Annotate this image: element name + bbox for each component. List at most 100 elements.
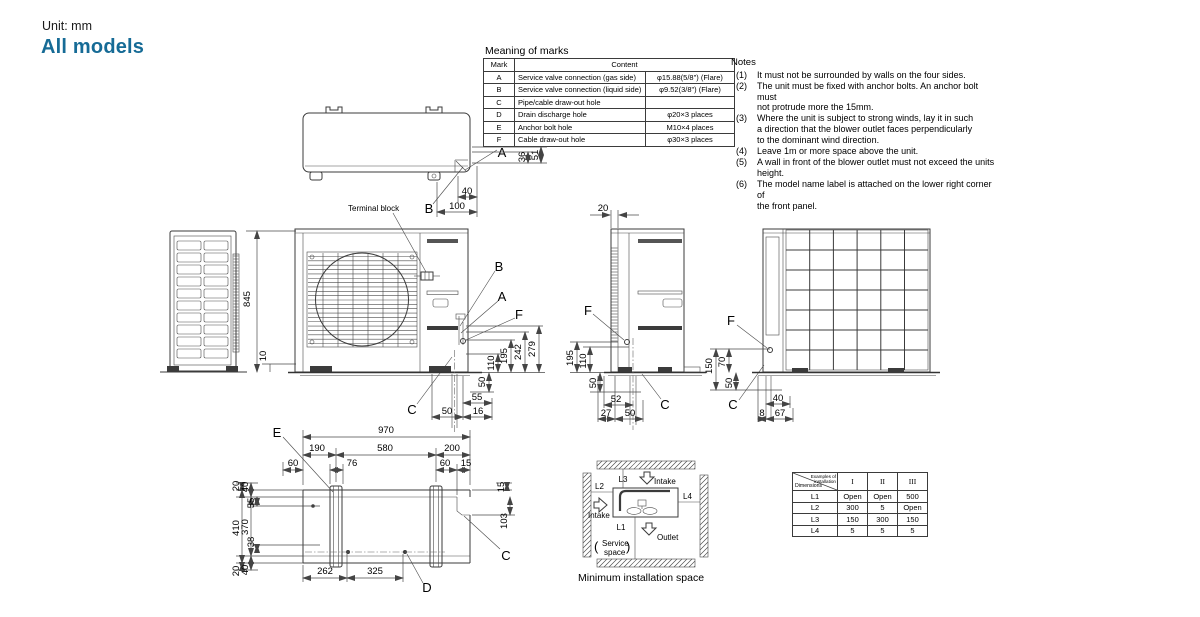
spec-cell: φ30×3 places bbox=[645, 133, 735, 147]
diagonal-divider bbox=[793, 473, 837, 490]
dim-label: 76 bbox=[347, 458, 358, 469]
page-title: All models bbox=[41, 36, 145, 58]
dim-label: 36 bbox=[517, 152, 528, 163]
note-item: (3) Where the unit is subject to strong … bbox=[731, 113, 997, 146]
dim-label: 55 bbox=[472, 392, 483, 403]
dim-label: 50 bbox=[588, 378, 599, 389]
table-row: E Anchor bolt hole M10×4 places bbox=[483, 120, 735, 134]
installation-space-table: Examples of installation Dimensions I II… bbox=[792, 472, 928, 537]
table-row: L3 150 300 150 bbox=[792, 513, 928, 526]
note-text: A wall in front of the blower outlet mus… bbox=[757, 157, 995, 179]
dim-label: 60 bbox=[288, 458, 299, 469]
row-label: L2 bbox=[792, 501, 838, 514]
side-view-drawing: F C 20 195 110 50 52 27 50 bbox=[565, 203, 706, 430]
service-paren-open: ( bbox=[594, 539, 599, 554]
dim-label: 40 bbox=[773, 393, 784, 404]
dim-label: 40 bbox=[240, 482, 251, 493]
table-row: B Service valve connection (liquid side)… bbox=[483, 83, 735, 97]
dim-label: 50 bbox=[724, 378, 735, 389]
intake-left-label: Intake bbox=[588, 511, 610, 520]
corner-bottom-label: Dimensions bbox=[795, 483, 823, 489]
table-row: L2 300 5 Open bbox=[792, 501, 928, 514]
dim-label: 51 bbox=[530, 150, 541, 161]
note-text: Where the unit is subject to strong wind… bbox=[757, 113, 974, 146]
table-row: D Drain discharge hole φ20×3 places bbox=[483, 108, 735, 122]
front-view-drawing: Terminal block B A F C 279 242 195 110 5… bbox=[288, 204, 545, 432]
dim-label: 100 bbox=[449, 201, 465, 212]
louver-side-view-drawing: 845 10 bbox=[160, 230, 296, 373]
value-cell: 150 bbox=[897, 513, 928, 526]
dim-label: 370 bbox=[240, 519, 251, 535]
l2-label: L2 bbox=[595, 482, 604, 491]
dim-label: 10 bbox=[258, 351, 269, 362]
dim-label: 580 bbox=[377, 443, 393, 454]
note-text: The model name label is attached on the … bbox=[757, 179, 992, 212]
note-item: (2) The unit must be fixed with anchor b… bbox=[731, 81, 997, 114]
dim-label: 20 bbox=[231, 566, 242, 577]
top-view-drawing: A B 36 51 40 100 bbox=[302, 106, 547, 217]
col-header: II bbox=[867, 472, 898, 491]
note-text: The unit must be fixed with anchor bolts… bbox=[757, 80, 979, 113]
mark-label-b: B bbox=[425, 201, 434, 216]
dim-label: 52 bbox=[611, 394, 622, 405]
note-text: Leave 1m or more space above the unit. bbox=[757, 146, 919, 157]
note-number: (3) bbox=[736, 113, 747, 124]
table-row: F Cable draw-out hole φ30×3 places bbox=[483, 133, 735, 147]
note-number: (2) bbox=[736, 80, 747, 91]
dim-label: 20 bbox=[231, 481, 242, 492]
table-row: L1 Open Open 500 bbox=[792, 490, 928, 503]
service-space-label: space bbox=[604, 548, 626, 557]
mark-label-c: C bbox=[501, 548, 510, 563]
note-item: (1) It must not be surrounded by walls o… bbox=[731, 70, 997, 81]
dim-label: 110 bbox=[486, 355, 497, 370]
mark-label-c: C bbox=[728, 397, 737, 412]
dim-label: 110 bbox=[578, 353, 589, 368]
table-row: L4 5 5 5 bbox=[792, 524, 928, 537]
dim-label: 195 bbox=[565, 350, 576, 366]
value-cell: 5 bbox=[867, 501, 898, 514]
value-cell: 500 bbox=[897, 490, 928, 503]
bottom-view-drawing: E D C 970 190 580 200 60 76 60 15 bbox=[231, 425, 515, 595]
dim-label: 195 bbox=[499, 348, 510, 364]
value-cell: 150 bbox=[837, 513, 868, 526]
table-row: C Pipe/cable draw-out hole bbox=[483, 95, 735, 109]
dim-label: 40 bbox=[240, 565, 251, 576]
l4-label: L4 bbox=[683, 492, 692, 501]
dim-label: 60 bbox=[440, 458, 451, 469]
dim-label: 20 bbox=[598, 203, 609, 214]
dim-label: 70 bbox=[717, 357, 728, 368]
mark-label-f: F bbox=[515, 307, 523, 322]
dim-label: 27 bbox=[601, 408, 612, 419]
note-item: (6) The model name label is attached on … bbox=[731, 179, 997, 212]
dim-label: 50 bbox=[442, 406, 453, 417]
rear-view-drawing: F C 150 70 50 40 8 67 bbox=[704, 228, 940, 422]
intake-top-label: Intake bbox=[654, 477, 676, 486]
dim-label: 8 bbox=[759, 408, 764, 419]
notes-title: Notes bbox=[731, 57, 756, 68]
dim-label: 190 bbox=[309, 443, 325, 454]
col-header: III bbox=[897, 472, 928, 491]
col-header: I bbox=[837, 472, 868, 491]
mark-label-b: B bbox=[495, 259, 504, 274]
dim-label: 40 bbox=[462, 186, 473, 197]
value-cell: Open bbox=[897, 501, 928, 514]
notes-section: Notes (1) It must not be surrounded by w… bbox=[731, 57, 997, 212]
note-number: (1) bbox=[736, 69, 747, 80]
dim-label: 67 bbox=[775, 408, 786, 419]
row-label: L1 bbox=[792, 490, 838, 503]
row-label: L4 bbox=[792, 524, 838, 537]
unit-label: Unit: mm bbox=[42, 19, 92, 33]
row-label: L3 bbox=[792, 513, 838, 526]
dim-label: 845 bbox=[242, 291, 253, 307]
value-cell: Open bbox=[867, 490, 898, 503]
value-cell: 5 bbox=[897, 524, 928, 537]
note-number: (4) bbox=[736, 146, 747, 157]
dim-label: 150 bbox=[704, 358, 715, 374]
service-paren-close: ) bbox=[626, 539, 630, 554]
dim-label: 38 bbox=[246, 537, 257, 548]
service-space-label: Service bbox=[602, 539, 629, 548]
dim-label: 103 bbox=[499, 513, 510, 529]
mark-label-d: D bbox=[422, 580, 431, 595]
